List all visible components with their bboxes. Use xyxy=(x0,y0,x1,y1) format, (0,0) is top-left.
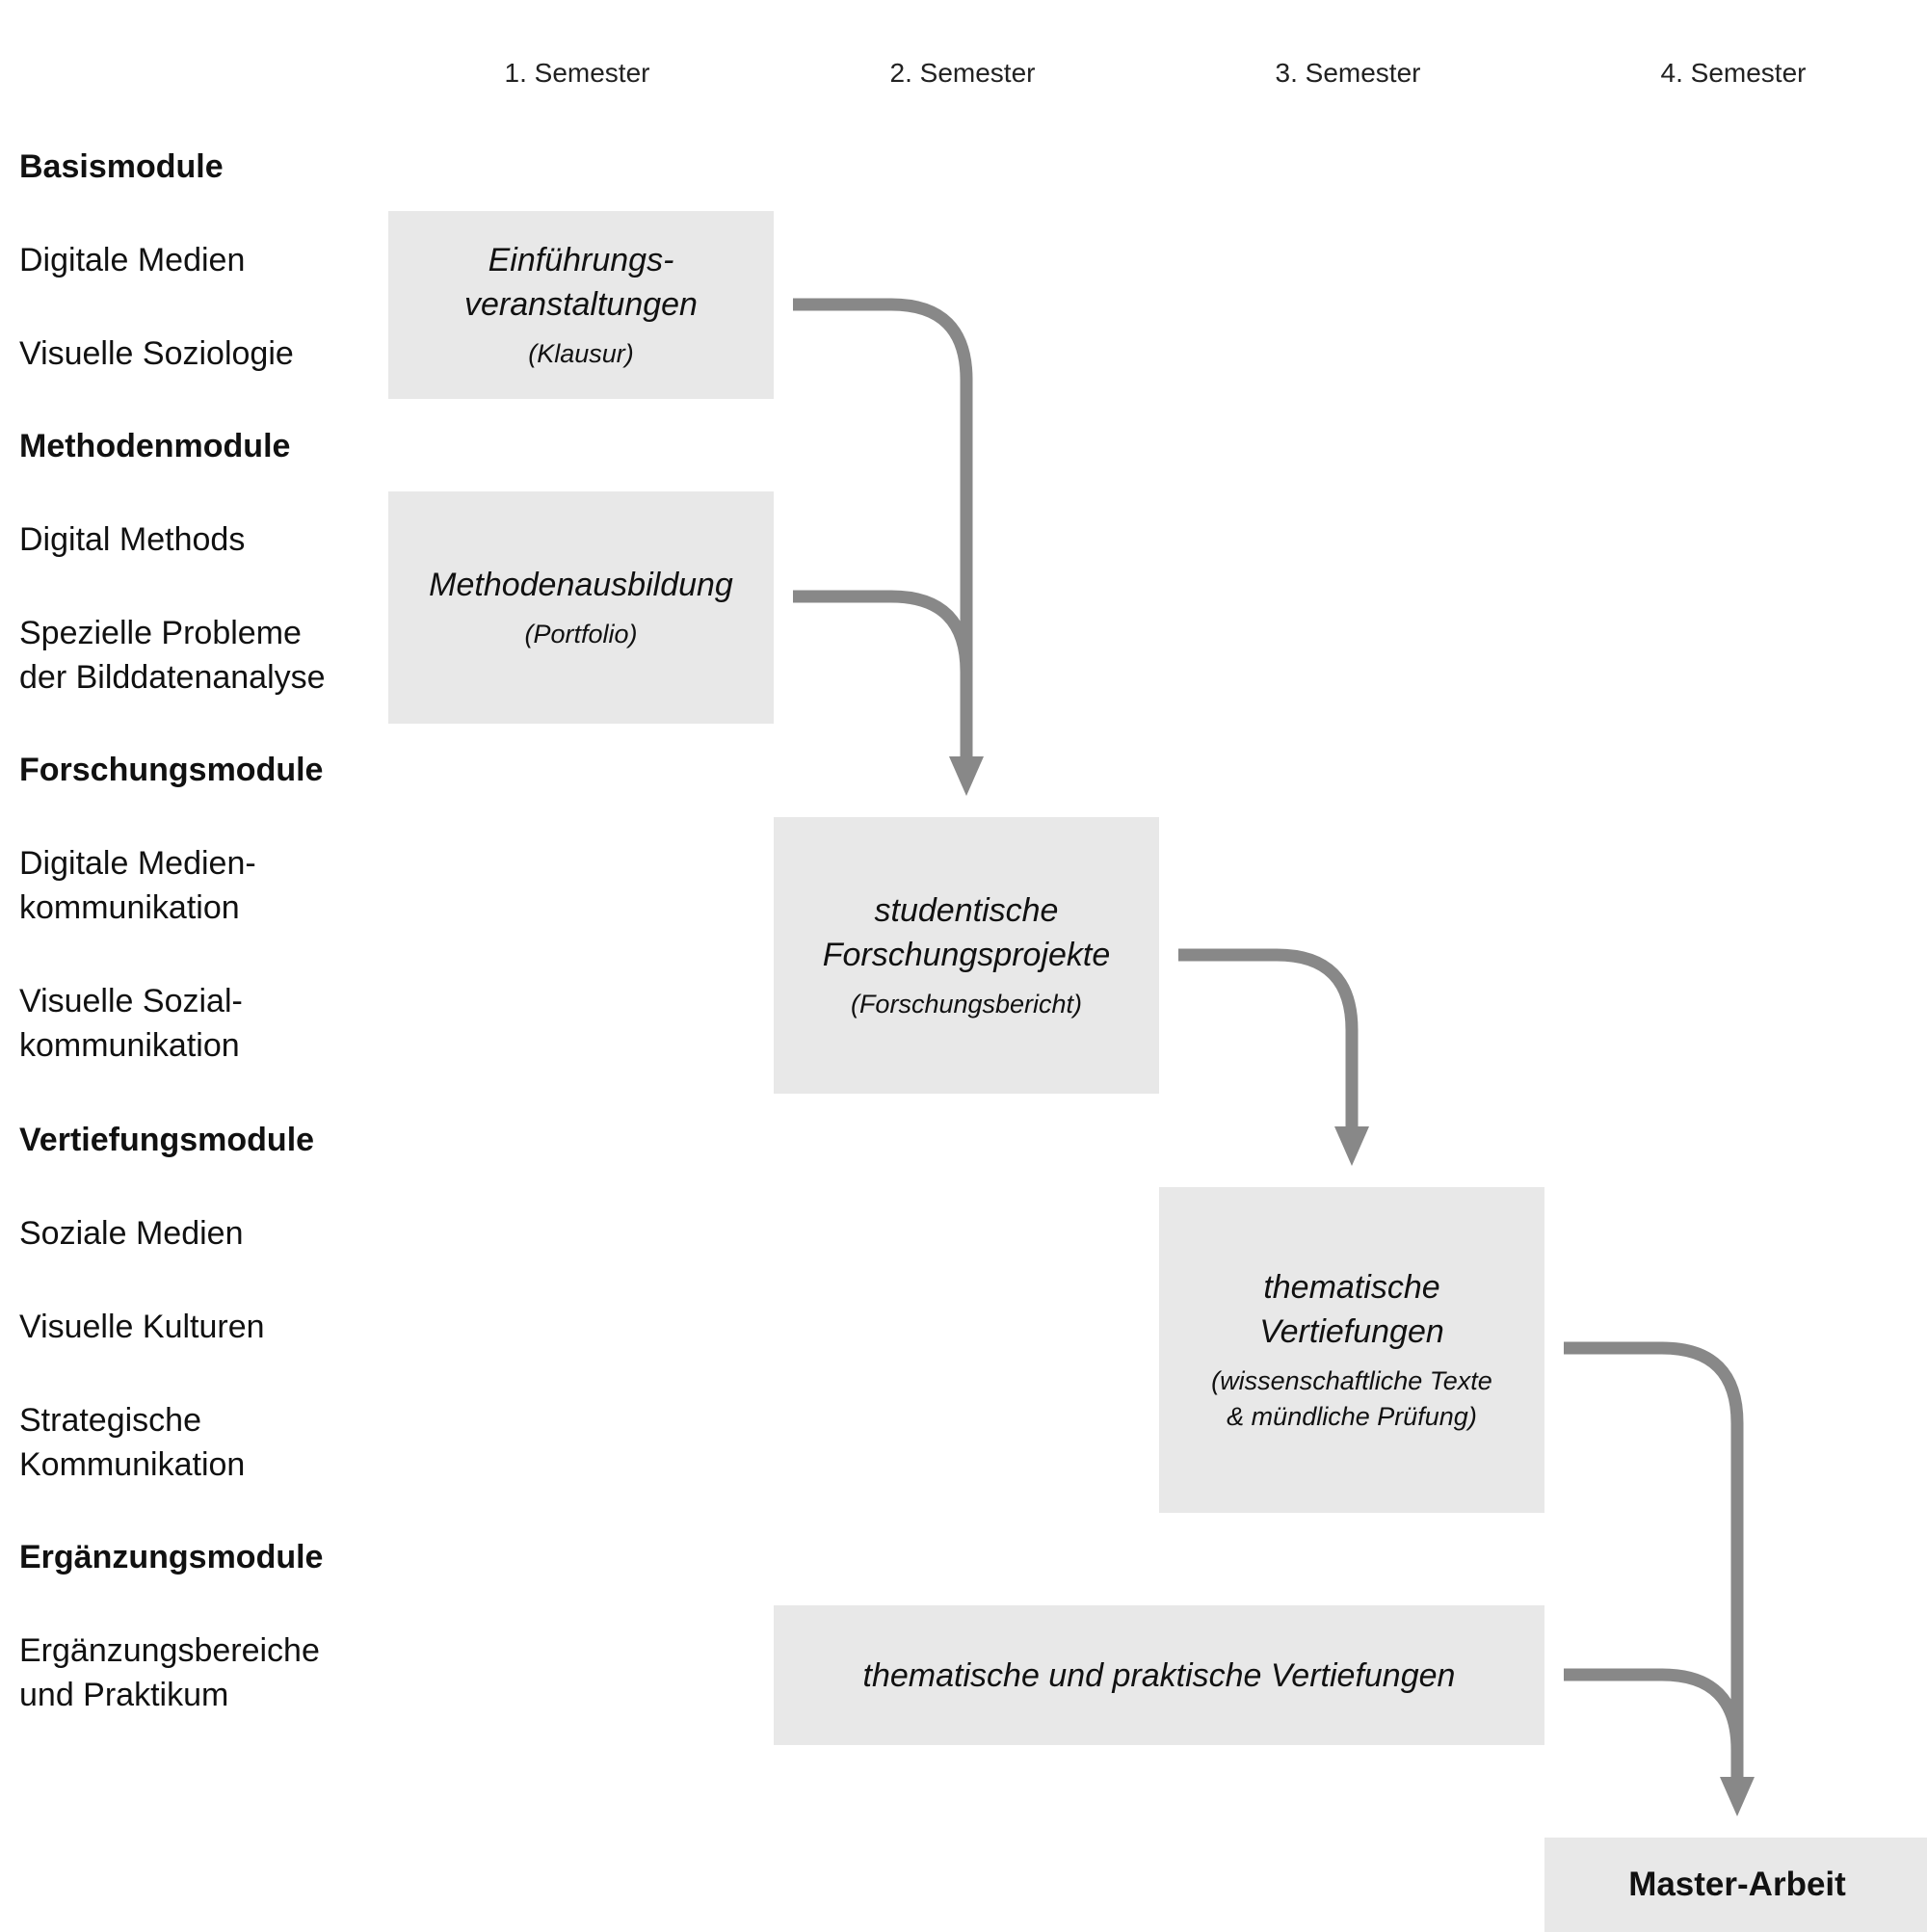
box-thematische-vertiefungen-exam-line2: & mündliche Prüfung) xyxy=(1227,1402,1477,1431)
category-forschungsmodule: Forschungsmodule xyxy=(19,752,324,788)
module-ergaenzungsbereiche-line2: und Praktikum xyxy=(19,1677,229,1713)
module-digitale-medien: Digitale Medien xyxy=(19,242,246,278)
box-methodenausbildung-exam: (Portfolio) xyxy=(524,620,638,648)
module-visuelle-sozialkommunikation: Visuelle Sozial- kommunikation xyxy=(19,979,243,1068)
semester-header-3: 3. Semester xyxy=(1275,58,1421,88)
box-praktische-vertiefungen-title: thematische und praktische Vertiefungen xyxy=(862,1656,1456,1694)
box-forschungsprojekte-title-line2: Forschungsprojekte xyxy=(822,937,1111,973)
box-einfuehrungsveranstaltungen: Einführungs- veranstaltungen (Klausur) xyxy=(388,211,774,399)
box-einfuehrungsveranstaltungen-exam: (Klausur) xyxy=(528,339,634,368)
category-methodenmodule: Methodenmodule xyxy=(19,428,291,464)
arrowhead-forschung xyxy=(949,756,984,796)
semester-header-1: 1. Semester xyxy=(504,58,650,88)
module-visuelle-soziologie: Visuelle Soziologie xyxy=(19,335,294,372)
semester-header-4: 4. Semester xyxy=(1660,58,1807,88)
box-thematische-vertiefungen-exam-line1: (wissenschaftliche Texte xyxy=(1211,1366,1492,1395)
module-ergaenzungsbereiche: Ergänzungsbereiche und Praktikum xyxy=(19,1628,320,1717)
arrow-vertiefung-to-master xyxy=(1564,1341,1744,1785)
box-forschungsprojekte: studentische Forschungsprojekte (Forschu… xyxy=(774,817,1159,1094)
box-thematische-vertiefungen-title-line1: thematische xyxy=(1263,1269,1440,1306)
module-visuelle-kulturen: Visuelle Kulturen xyxy=(19,1309,265,1345)
module-visuelle-sozialkommunikation-line1: Visuelle Sozial- xyxy=(19,983,243,1019)
module-strategische-kommunikation: Strategische Kommunikation xyxy=(19,1398,245,1487)
module-strategische-kommunikation-line2: Kommunikation xyxy=(19,1446,246,1483)
box-master-arbeit-title: Master-Arbeit xyxy=(1628,1866,1846,1903)
box-master-arbeit: Master-Arbeit xyxy=(1544,1838,1927,1932)
box-forschungsprojekte-exam: (Forschungsbericht) xyxy=(850,990,1083,1019)
module-visuelle-sozialkommunikation-line2: kommunikation xyxy=(19,1027,240,1064)
arrow-einfuehrung-to-forschung xyxy=(793,298,973,764)
arrowhead-master xyxy=(1720,1777,1755,1816)
box-methodenausbildung-title: Methodenausbildung xyxy=(429,567,733,603)
box-thematische-vertiefungen-exam: (wissenschaftliche Texte & mündliche Prü… xyxy=(1211,1363,1492,1435)
module-strategische-kommunikation-line1: Strategische xyxy=(19,1402,201,1439)
arrow-praktisch-to-master xyxy=(1564,1668,1744,1785)
module-spezielle-probleme-line2: der Bilddatenanalyse xyxy=(19,659,326,696)
box-methodenausbildung: Methodenausbildung (Portfolio) xyxy=(388,491,774,724)
module-digitale-medienkommunikation-line2: kommunikation xyxy=(19,889,240,926)
box-thematische-vertiefungen: thematische Vertiefungen (wissenschaftli… xyxy=(1159,1187,1544,1513)
semester-header-2: 2. Semester xyxy=(889,58,1036,88)
box-thematische-vertiefungen-title-line2: Vertiefungen xyxy=(1259,1313,1444,1350)
module-ergaenzungsbereiche-line1: Ergänzungsbereiche xyxy=(19,1632,320,1669)
box-forschungsprojekte-title-line1: studentische xyxy=(874,892,1059,929)
module-spezielle-probleme: Spezielle Probleme der Bilddatenanalyse xyxy=(19,611,326,700)
category-vertiefungsmodule: Vertiefungsmodule xyxy=(19,1122,315,1158)
box-praktische-vertiefungen: thematische und praktische Vertiefungen xyxy=(774,1605,1544,1745)
category-ergaenzungsmodule: Ergänzungsmodule xyxy=(19,1539,324,1575)
arrow-methoden-to-forschung xyxy=(793,590,973,764)
box-einfuehrungsveranstaltungen-title-line1: Einführungs- xyxy=(488,242,674,278)
category-basismodule: Basismodule xyxy=(19,148,224,185)
arrowhead-vertiefung xyxy=(1334,1126,1369,1166)
module-digitale-medienkommunikation-line1: Digitale Medien- xyxy=(19,845,256,882)
module-soziale-medien: Soziale Medien xyxy=(19,1215,244,1252)
module-digitale-medienkommunikation: Digitale Medien- kommunikation xyxy=(19,841,256,930)
arrow-forschung-to-vertiefung xyxy=(1178,948,1359,1134)
module-digital-methods: Digital Methods xyxy=(19,521,246,558)
module-spezielle-probleme-line1: Spezielle Probleme xyxy=(19,615,302,651)
box-einfuehrungsveranstaltungen-title-line2: veranstaltungen xyxy=(464,286,698,323)
